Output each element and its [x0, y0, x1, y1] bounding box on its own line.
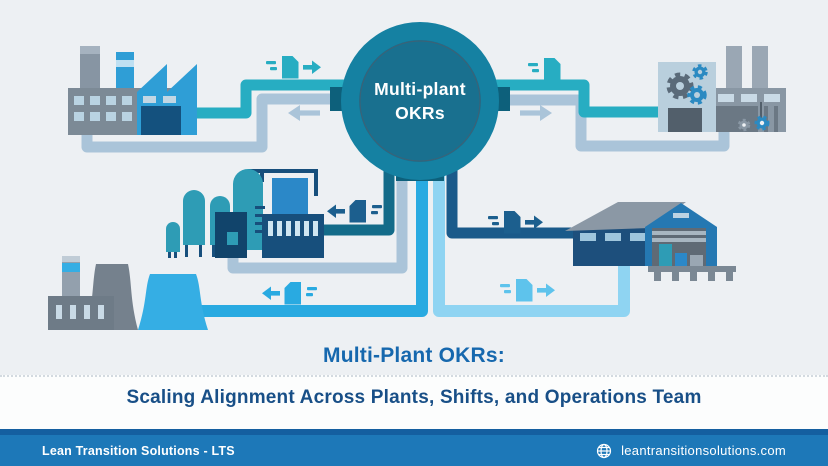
caption-title: Multi-Plant OKRs: [323, 344, 505, 367]
footer-accent-line [0, 429, 828, 435]
teal-pipes [183, 79, 666, 119]
warehouse-pipe [446, 158, 580, 239]
gears-icon [666, 64, 708, 105]
warehouse-east [565, 202, 736, 281]
caption-subtitle: Scaling Alignment Across Plants, Shifts,… [126, 387, 702, 408]
pale-blue-pipe [433, 158, 630, 317]
factory-northwest [68, 46, 197, 135]
subtitle-band [0, 375, 828, 431]
chemical-plant-west [166, 169, 324, 258]
hub-label-line1: Multi-plant [374, 79, 466, 99]
footer-website[interactable]: leantransitionsolutions.com [621, 443, 786, 458]
hub-label-line2: OKRs [395, 103, 445, 123]
power-plant-pipe [188, 158, 428, 317]
power-plant-southwest [48, 256, 208, 330]
footer-website-group: leantransitionsolutions.com [596, 443, 786, 459]
footer-company-name: Lean Transition Solutions - LTS [42, 443, 235, 458]
footer-bar: Lean Transition Solutions - LTS leantran… [0, 435, 828, 466]
factory-northeast [658, 46, 786, 132]
globe-icon [596, 443, 612, 458]
small-gears-icon [737, 115, 770, 132]
plants-network-illustration: Multi-plant OKRs [0, 0, 828, 375]
okr-hub: Multi-plant OKRs [330, 22, 510, 181]
chemical-plant-pipe [318, 158, 395, 236]
